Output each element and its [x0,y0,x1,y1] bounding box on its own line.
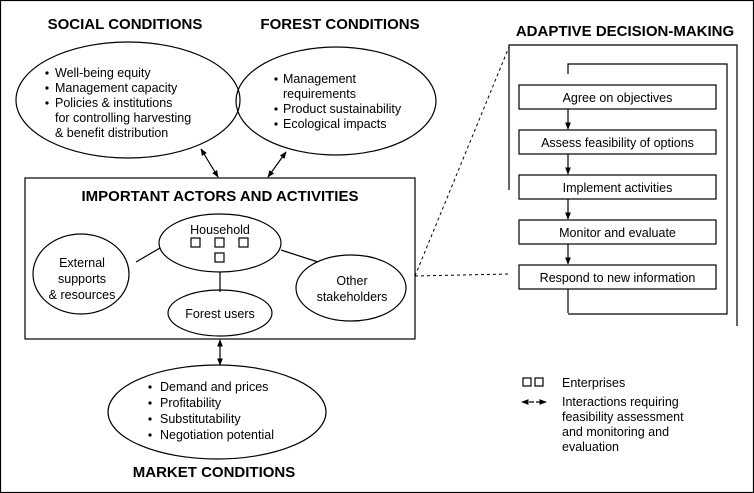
social-condition-item: for controlling harvesting [55,111,191,125]
social-condition-item: & benefit distribution [55,126,168,140]
market-conditions-ellipse [107,364,327,460]
enterprise-squares [190,237,249,263]
social-condition-item: Well-being equity [55,66,151,80]
market-conditions-title: MARKET CONDITIONS [133,464,296,481]
adaptive-panel-frame [508,44,738,326]
forest-condition-item: Product sustainability [283,102,402,116]
zoom-connector-top [414,46,510,277]
household-ellipse [158,213,282,273]
adaptive-step-box [518,129,717,155]
adaptive-step-label: Implement activities [563,181,673,195]
bullet-icon [45,101,49,105]
enterprise-square [214,252,225,263]
bullet-icon [148,433,152,437]
legend-interactions-line-4: evaluation [562,440,619,454]
market-condition-item: Profitability [160,396,222,410]
legend-enterprise-square [522,377,532,387]
forest-actors-arrow [267,151,287,178]
social-condition-item: Policies & institutions [55,96,172,110]
adaptive-title: ADAPTIVE DECISION-MAKING [516,23,734,40]
social-condition-item: Management capacity [55,81,178,95]
zoom-connector-bottom [414,273,510,277]
legend-enterprise-square [534,377,544,387]
adaptive-step-box [518,219,717,245]
forest-conditions-title: FOREST CONDITIONS [260,16,419,33]
bullet-icon [274,122,278,126]
household-other-link [280,249,319,263]
bullet-icon [148,417,152,421]
forest-users-label: Forest users [185,307,254,321]
bullet-icon [274,107,278,111]
household-label: Household [190,223,250,237]
other-stakeholders-ellipse [295,254,407,322]
other-label-1: Other [336,274,367,288]
forest-users-ellipse [167,289,273,337]
legend-interactions-line-1: Interactions requiring [562,395,679,409]
external-label-2: supports [58,272,106,286]
forest-conditions-ellipse [235,46,437,156]
market-conditions-list: Demand and pricesProfitabilitySubstituta… [148,380,274,442]
bullet-icon [45,71,49,75]
adaptive-step-box [518,174,717,200]
social-actors-arrow [200,148,219,178]
external-supports-ellipse [32,233,130,315]
enterprise-square [190,237,201,248]
adaptive-feedback-loop [567,63,728,315]
other-label-2: stakeholders [317,290,388,304]
enterprise-square [238,237,249,248]
external-label-1: External [59,256,105,270]
actors-box [24,177,416,340]
adaptive-step-label: Monitor and evaluate [559,226,676,240]
market-condition-item: Substitutability [160,412,241,426]
bullet-icon [274,77,278,81]
market-condition-item: Negotiation potential [160,428,274,442]
bullet-icon [148,401,152,405]
bullet-icon [45,86,49,90]
actors-title: IMPORTANT ACTORS AND ACTIVITIES [82,188,359,205]
adaptive-step-box [518,84,717,110]
legend: Enterprises Interactions requiring feasi… [521,376,684,454]
legend-interactions-line-2: feasibility assessment [562,410,684,424]
forest-condition-item: Management [283,72,356,86]
social-conditions-title: SOCIAL CONDITIONS [48,16,203,33]
legend-enterprises-label: Enterprises [562,376,625,390]
external-label-3: & resources [49,288,116,302]
social-conditions-ellipse [15,41,241,159]
market-condition-item: Demand and prices [160,380,268,394]
bullet-icon [148,385,152,389]
household-external-link [135,247,161,263]
legend-interactions-line-3: and monitoring and [562,425,669,439]
forest-condition-item: requirements [283,87,356,101]
adaptive-step-label: Assess feasibility of options [541,136,694,150]
forest-condition-item: Ecological impacts [283,117,387,131]
adaptive-step-label: Respond to new information [540,271,696,285]
adaptive-step-label: Agree on objectives [563,91,673,105]
enterprise-square [214,237,225,248]
adaptive-step-box [518,264,717,290]
